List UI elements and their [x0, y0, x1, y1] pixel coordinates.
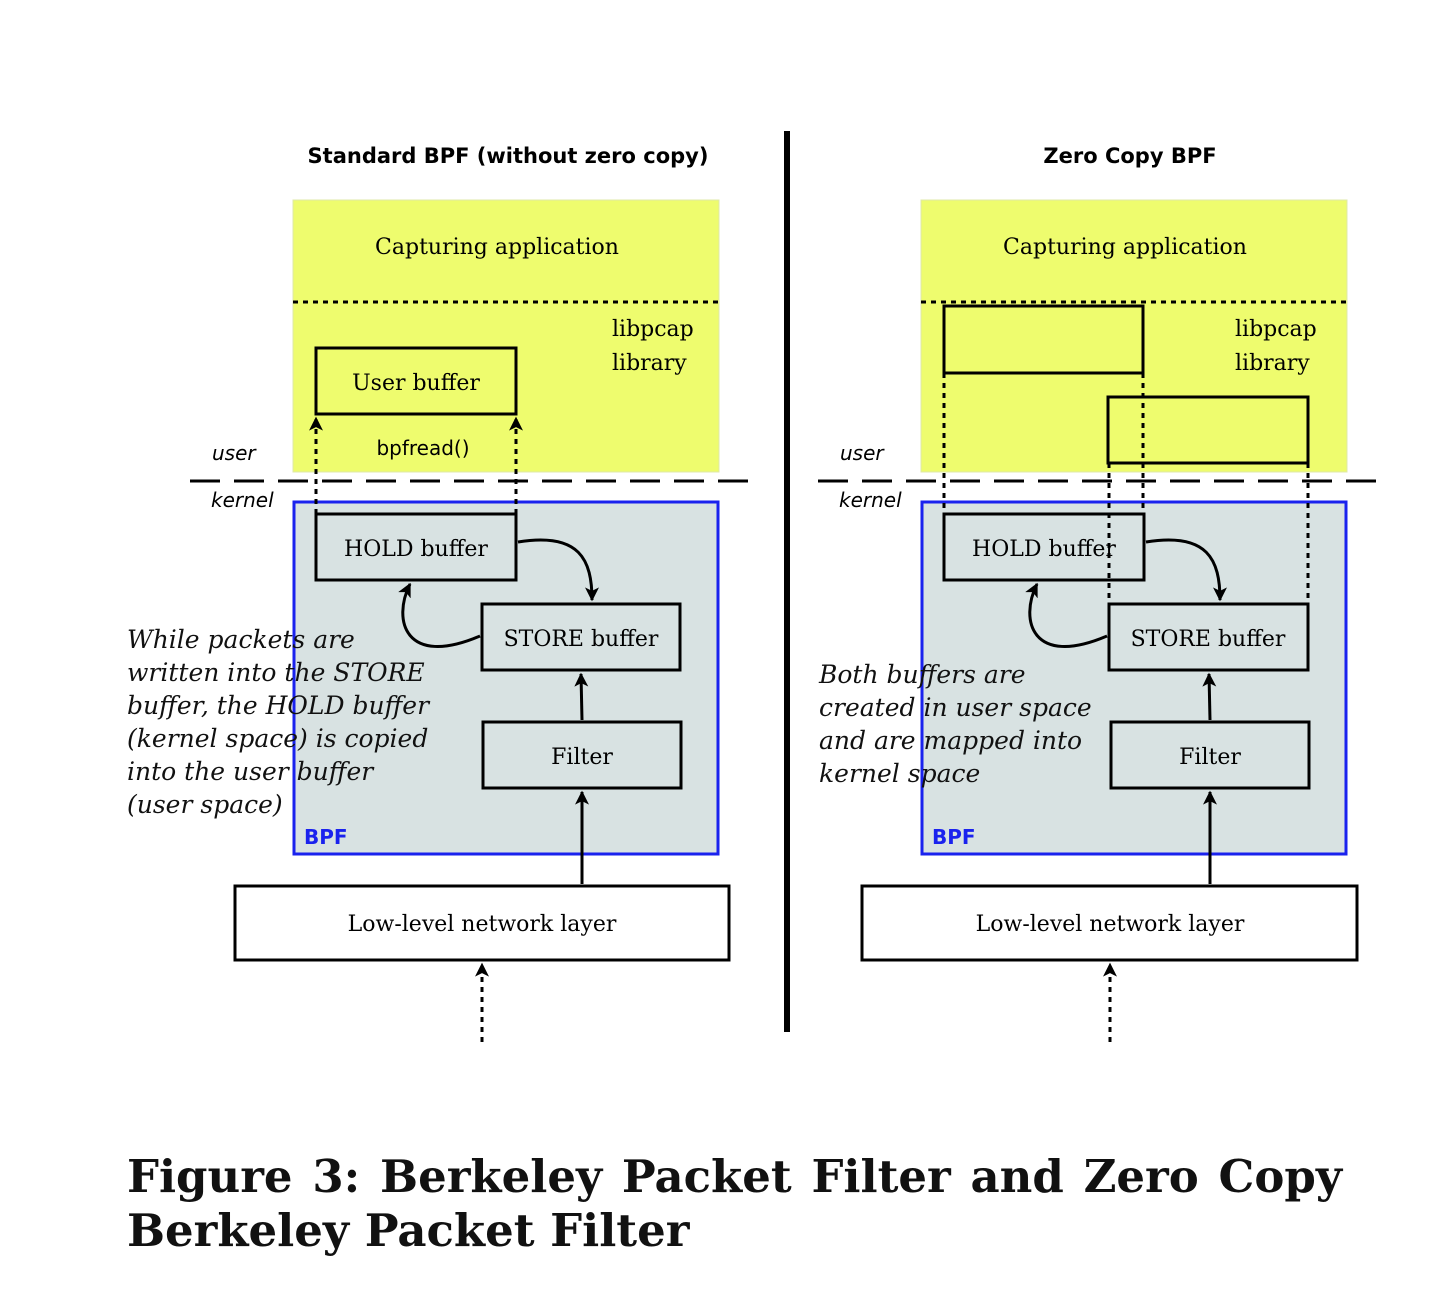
- left-user-label: user: [212, 441, 257, 465]
- left-note-line-3: buffer, the HOLD buffer: [127, 691, 431, 720]
- right-mapped-store-buffer: [1106, 395, 1310, 465]
- left-filter-label: Filter: [551, 745, 613, 770]
- right-app-label: Capturing application: [1003, 235, 1247, 260]
- left-network-layer-label: Low-level network layer: [348, 912, 617, 937]
- right-user-label: user: [840, 441, 885, 465]
- left-lib-label-2: library: [612, 351, 687, 376]
- right-swap-arrow-up: [1025, 582, 1108, 648]
- caption-word: Figure: [127, 1150, 293, 1203]
- left-store-buffer-box: [480, 602, 682, 672]
- right-kernel-label: kernel: [839, 488, 902, 512]
- right-store-buffer-box: [1107, 602, 1310, 672]
- left-lib-label-1: libpcap: [612, 317, 694, 342]
- right-bpf-label: BPF: [932, 825, 976, 849]
- bpf-diagram: Standard BPF (without zero copy) Capturi…: [127, 131, 1378, 1042]
- bpfread-label: bpfread(): [376, 436, 469, 460]
- right-network-layer-box: [860, 884, 1359, 962]
- right-user-space: [920, 199, 1348, 473]
- left-network-layer-box: [233, 884, 731, 962]
- right-mapped-hold-buffer: [942, 304, 1145, 375]
- left-bpf-label: BPF: [304, 825, 348, 849]
- left-note-line-5: into the user buffer: [127, 757, 375, 786]
- right-swap-arrow-down: [1145, 538, 1227, 602]
- right-hold-buffer-box: [942, 512, 1146, 582]
- caption-word: Copy: [1218, 1150, 1342, 1203]
- right-note-line-4: kernel space: [819, 759, 980, 788]
- right-filter-to-store-arrow: [1202, 672, 1217, 721]
- left-panel: Standard BPF (without zero copy) Capturi…: [127, 144, 750, 1042]
- left-swap-arrow-up: [398, 582, 481, 648]
- left-hold-buffer-box: [314, 512, 518, 582]
- right-note-line-3: and are mapped into: [819, 726, 1082, 755]
- caption-word: and: [970, 1150, 1064, 1203]
- user-buffer-label: User buffer: [352, 371, 480, 396]
- left-swap-arrow-down: [517, 538, 599, 602]
- right-note-line-2: created in user space: [819, 693, 1092, 722]
- left-bpf-box: [292, 500, 720, 856]
- left-kernel-label: kernel: [211, 488, 274, 512]
- right-lib-label-2: library: [1235, 351, 1310, 376]
- caption-word: Berkeley: [380, 1150, 603, 1203]
- left-note-line-1: While packets are: [127, 625, 355, 654]
- figure-caption: Figure 3: Berkeley Packet Filter and Zer…: [127, 1150, 1342, 1258]
- caption-word: Packet: [621, 1150, 792, 1203]
- right-panel: Zero Copy BPF Capturing application libp…: [818, 144, 1378, 1042]
- right-lib-label-1: libpcap: [1235, 317, 1317, 342]
- left-note-line-6: (user space): [127, 790, 283, 819]
- caption-word: Zero: [1083, 1150, 1199, 1203]
- left-app-label: Capturing application: [375, 235, 619, 260]
- caption-word: Filter: [811, 1150, 951, 1203]
- left-filter-box: [481, 720, 683, 790]
- left-hold-buffer-label: HOLD buffer: [344, 537, 488, 562]
- right-title: Zero Copy BPF: [1043, 144, 1216, 168]
- right-hold-buffer-label: HOLD buffer: [972, 537, 1116, 562]
- caption-line-1: Figure 3: Berkeley Packet Filter and Zer…: [127, 1150, 1342, 1204]
- caption-line-2: Berkeley Packet Filter: [127, 1204, 690, 1257]
- right-network-layer-label: Low-level network layer: [976, 912, 1245, 937]
- right-bpf-box: [920, 500, 1348, 856]
- right-note-line-1: Both buffers are: [818, 660, 1026, 689]
- left-store-buffer-label: STORE buffer: [504, 627, 659, 652]
- right-store-buffer-label: STORE buffer: [1131, 627, 1286, 652]
- right-filter-label: Filter: [1179, 745, 1241, 770]
- left-title: Standard BPF (without zero copy): [308, 144, 709, 168]
- left-user-space: [292, 199, 720, 473]
- user-buffer-box: [314, 346, 518, 416]
- right-filter-box: [1109, 720, 1311, 790]
- left-note-line-2: written into the STORE: [127, 658, 425, 687]
- caption-word: 3:: [312, 1150, 361, 1203]
- left-filter-to-store-arrow: [574, 672, 589, 721]
- left-note-line-4: (kernel space) is copied: [127, 724, 428, 753]
